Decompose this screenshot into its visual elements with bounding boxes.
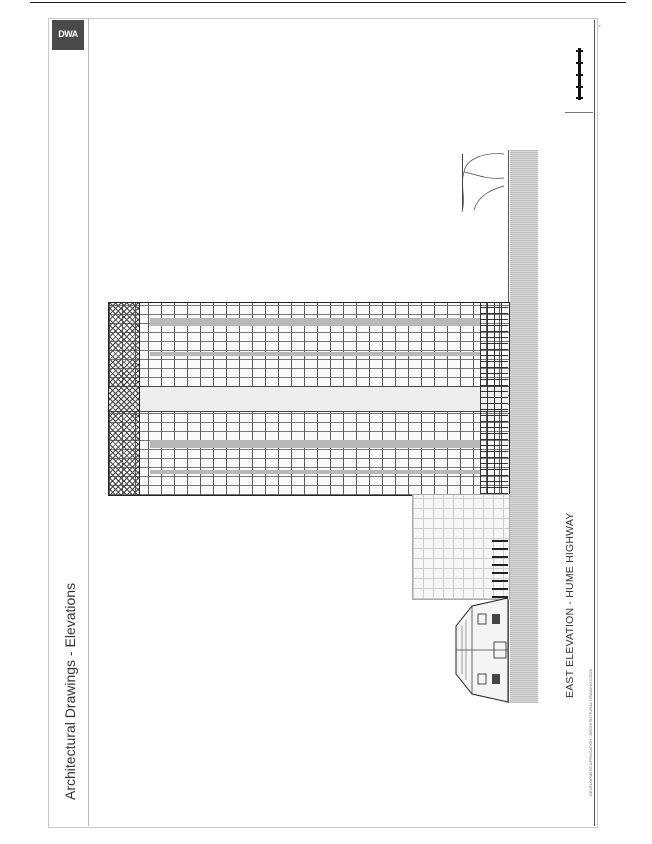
tower-shade-band <box>150 470 480 474</box>
footer-note: DEVELOPMENT APPLICATION - ARCHITECTURAL … <box>588 669 593 796</box>
scale-tick <box>576 97 583 99</box>
annotation-note: · <box>490 226 491 230</box>
scale-tick <box>576 62 583 64</box>
logo-text: DWA <box>58 29 78 39</box>
tower-shade-band <box>150 352 480 356</box>
heritage-house <box>455 597 508 703</box>
company-logo: DWA <box>52 20 84 50</box>
scale-tick <box>576 50 583 52</box>
elevation-caption: EAST ELEVATION - HUME HIGHWAY <box>564 512 576 699</box>
scale-baseline <box>565 112 593 113</box>
tower-shade-band <box>150 318 480 326</box>
tower-crown <box>108 302 140 496</box>
page-title: Architectural Drawings - Elevations <box>62 582 78 800</box>
scale-tick <box>576 86 583 88</box>
tree-canopy <box>461 153 505 213</box>
tower-core <box>108 386 508 412</box>
top-border-line <box>30 2 626 3</box>
background-building-windows <box>492 534 508 598</box>
sheet-right-rule <box>594 20 595 826</box>
scale-tick <box>576 74 583 76</box>
title-band <box>48 18 89 826</box>
drawing-sheet <box>48 18 598 828</box>
tower-podium <box>480 302 508 494</box>
ground-hatch <box>510 150 538 703</box>
tower-shade-band <box>150 440 480 448</box>
sheet-corner-mark: × <box>598 24 601 30</box>
